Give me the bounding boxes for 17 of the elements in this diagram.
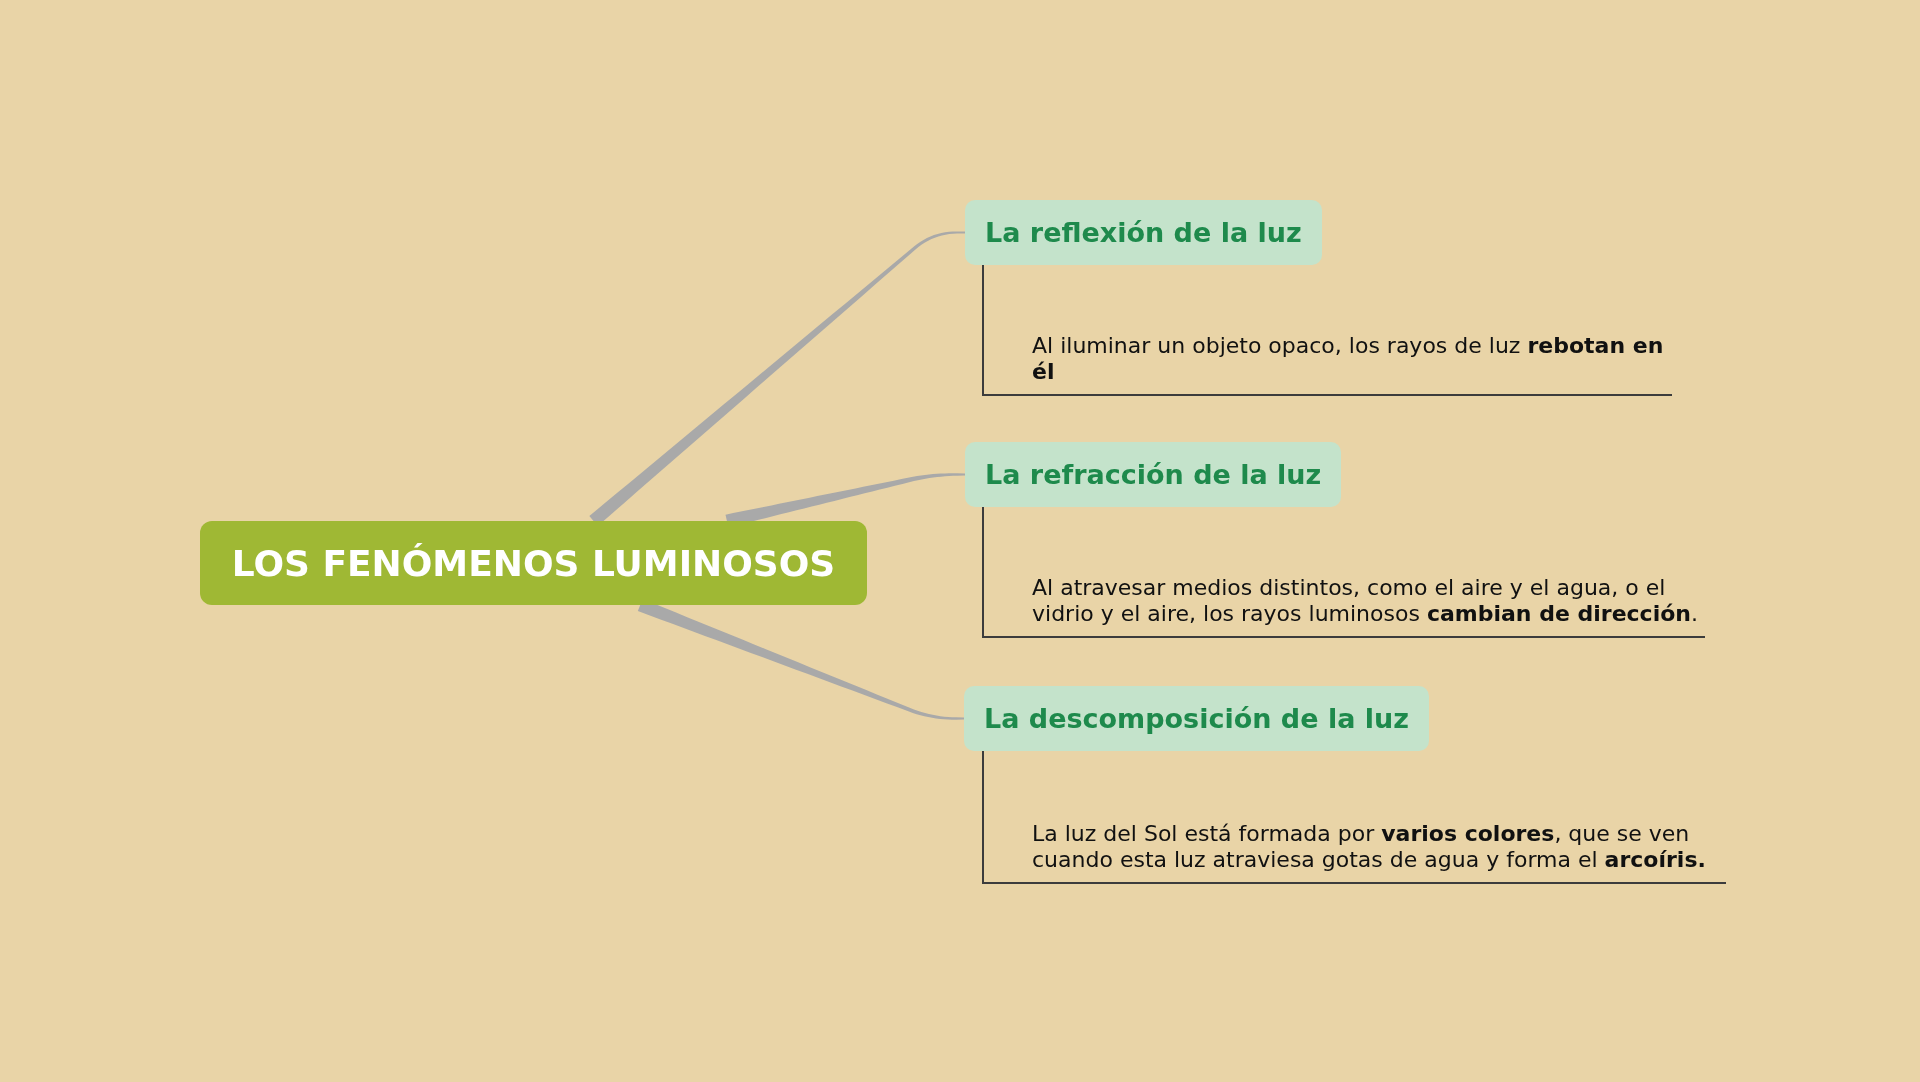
subtopic-title: La refracción de la luz <box>985 459 1322 490</box>
connector-line <box>982 750 984 807</box>
subtopic-box <box>964 686 1429 751</box>
subtopic-box <box>965 442 1342 507</box>
connector-line <box>982 264 984 319</box>
note-text: Al iluminar un objeto opaco, los rayos de luz rebotan en él <box>1032 333 1665 385</box>
subtopic-title: La reflexión de la luz <box>985 217 1302 248</box>
connector-line <box>982 506 984 561</box>
subtopic-box <box>965 200 1322 265</box>
underlined-note <box>982 318 1672 396</box>
underlined-note <box>982 806 1726 884</box>
note-text: Al atravesar medios distintos, como el aire y el agua, o el vidrio y el aire, los rayos luminosos cambian de dirección. <box>1032 575 1699 627</box>
underlined-note <box>982 560 1705 638</box>
subtopic-title: La descomposición de la luz <box>984 703 1409 734</box>
note-text: La luz del Sol está formada por varios colores, que se ven cuando esta luz atraviesa gotas de agua y forma el arcoíris. <box>1032 821 1707 873</box>
central-topic-box <box>200 521 867 605</box>
central-topic-title: LOS FENÓMENOS LUMINOSOS <box>231 542 836 584</box>
